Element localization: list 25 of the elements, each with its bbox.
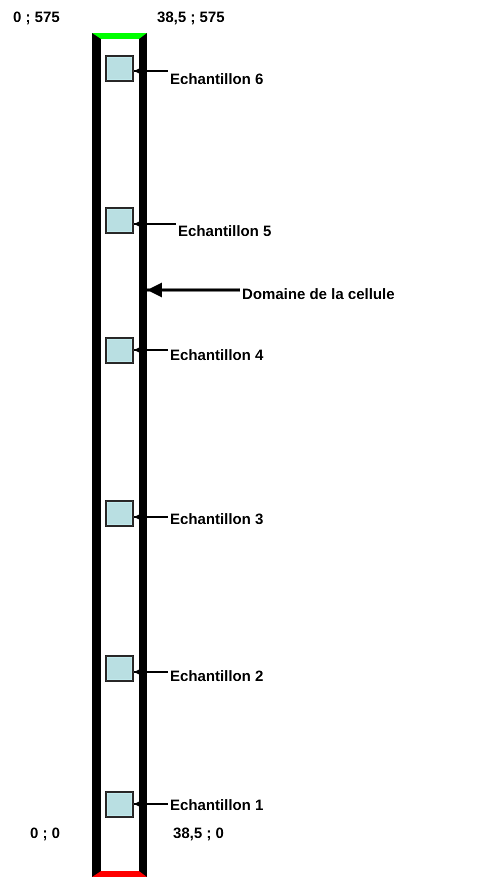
sample-square <box>105 791 134 818</box>
sample-square <box>105 655 134 682</box>
coordinate-label: 38,5 ; 575 <box>157 9 225 27</box>
leader-arrow <box>134 219 176 229</box>
leader-arrow <box>134 345 168 355</box>
sample-square <box>105 500 134 527</box>
callout-label: Domaine de la cellule <box>242 286 395 304</box>
leader-arrow <box>134 667 168 677</box>
coordinate-label: 38,5 ; 0 <box>173 825 224 843</box>
callout-label: Echantillon 3 <box>170 511 264 529</box>
coordinate-label: 0 ; 575 <box>13 9 60 27</box>
leader-arrow <box>134 512 168 522</box>
sample-square <box>105 207 134 234</box>
coordinate-label: 0 ; 0 <box>30 825 60 843</box>
callout-label: Echantillon 1 <box>170 797 264 815</box>
sample-square <box>105 337 134 364</box>
callout-label: Echantillon 6 <box>170 71 264 89</box>
leader-arrow <box>134 66 168 76</box>
leader-arrow <box>147 282 240 298</box>
cell-column <box>92 33 147 877</box>
sample-square <box>105 55 134 82</box>
callout-label: Echantillon 2 <box>170 668 264 686</box>
callout-label: Echantillon 5 <box>178 223 272 241</box>
callout-label: Echantillon 4 <box>170 347 264 365</box>
leader-arrow <box>134 799 168 809</box>
